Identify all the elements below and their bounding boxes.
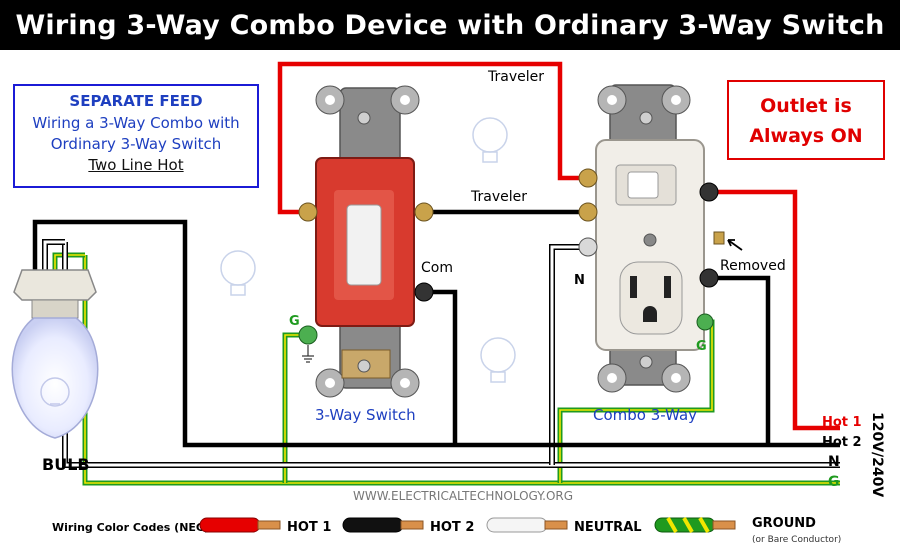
switch-name-label: 3-Way Switch (315, 406, 416, 424)
website-label: WWW.ELECTRICALTECHNOLOGY.ORG (353, 489, 573, 503)
ground-symbol-icon (302, 345, 314, 363)
hot1-line-label: Hot 1 (822, 415, 862, 430)
separate-feed-box: SEPARATE FEED Wiring a 3-Way Combo with … (13, 84, 259, 188)
voltage-label: 120V/240V (869, 412, 885, 497)
hot2-wires (32, 209, 840, 448)
legend-hot1-label: HOT 1 (287, 520, 331, 535)
legend-neutral-label: NEUTRAL (574, 520, 642, 535)
switch-ground-label: G (289, 314, 300, 329)
legend-ground-label: GROUND (752, 516, 816, 531)
feed-heading: SEPARATE FEED (69, 92, 203, 110)
outlet-line-2: Always ON (749, 125, 863, 147)
neutral-line-label: N (828, 454, 840, 470)
legend-heading: Wiring Color Codes (NEC) (52, 521, 209, 534)
legend-hot2-label: HOT 2 (430, 520, 474, 535)
feed-line-1: Wiring a 3-Way Combo with (32, 114, 240, 132)
combo-neutral-label: N (574, 273, 585, 288)
outlet-line-1: Outlet is (760, 95, 852, 117)
feed-line-2: Ordinary 3-Way Switch (50, 135, 222, 153)
combo-ground-label: G (696, 339, 707, 354)
legend-hot2-wire-icon (342, 517, 424, 533)
legend: Wiring Color Codes (NEC) HOT 1 HOT 2 NEU… (52, 516, 841, 545)
com-label: Com (421, 260, 453, 276)
hot1-wires (277, 61, 840, 431)
removed-tab-icon (713, 231, 743, 251)
page-title: Wiring 3-Way Combo Device with Ordinary … (0, 0, 900, 50)
ground-wires (52, 252, 840, 486)
ground-line-label: G (828, 474, 840, 490)
legend-neutral-wire-icon (486, 517, 568, 533)
bulb-label: BULB (42, 455, 90, 474)
watermark-bulb-icon (220, 117, 516, 383)
combo-name-label: Combo 3-Way (593, 406, 697, 424)
traveler-mid-label: Traveler (470, 189, 527, 205)
bulb-icon (11, 269, 99, 439)
removed-label: Removed (720, 258, 786, 274)
legend-hot1-wire-icon (199, 517, 281, 533)
outlet-always-on-box: Outlet is Always ON (727, 80, 885, 160)
legend-ground-note: (or Bare Conductor) (752, 535, 841, 545)
legend-ground-wire-icon (654, 517, 736, 533)
traveler-top-label: Traveler (487, 69, 544, 85)
combo-device (578, 84, 719, 393)
hot2-line-label: Hot 2 (822, 435, 862, 450)
feed-line-3: Two Line Hot (88, 156, 184, 174)
three-way-switch (298, 85, 434, 398)
